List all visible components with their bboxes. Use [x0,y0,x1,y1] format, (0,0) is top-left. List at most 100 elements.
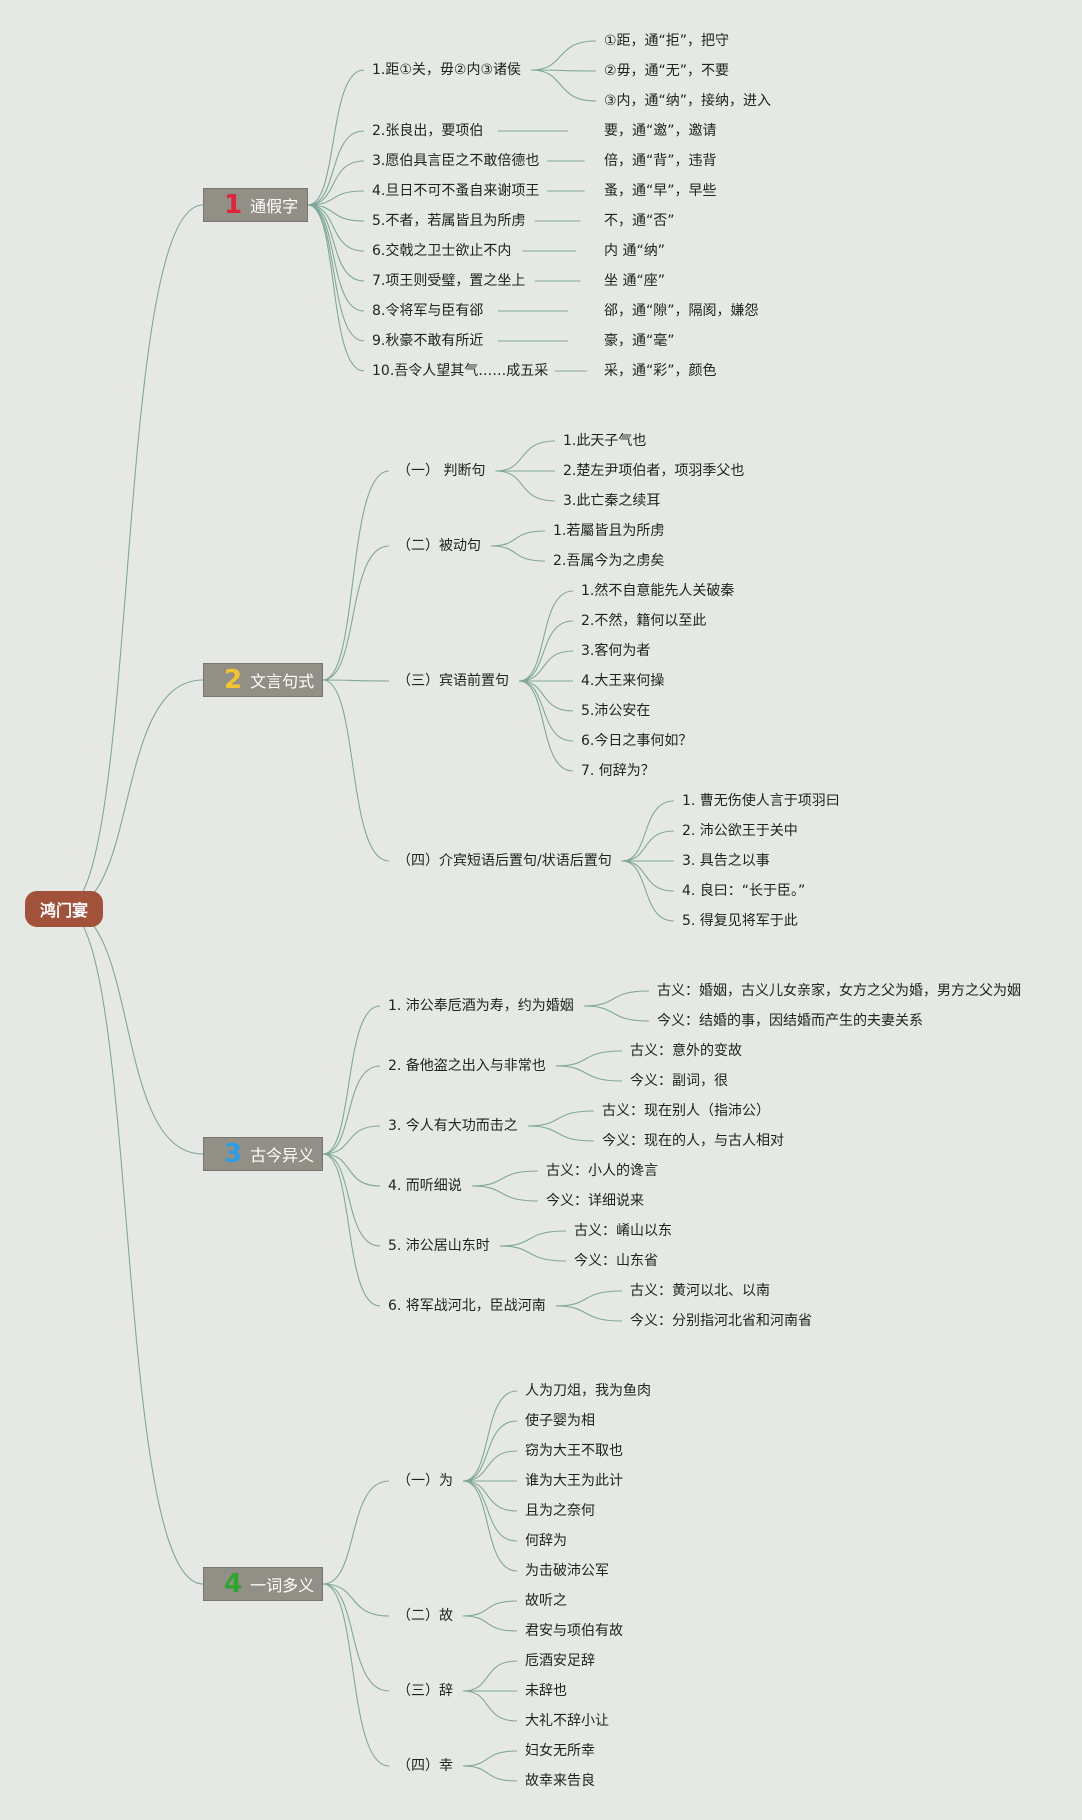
leaf-item[interactable]: 6.今日之事何如？ [581,733,693,749]
leaf-item[interactable]: 4. 良曰：“长于臣。” [682,883,806,899]
leaf-item[interactable]: 3. 具告之以事 [682,853,770,869]
branch-item[interactable]: （三）宾语前置句 [397,673,509,689]
connector-line [63,908,204,1155]
leaf-item[interactable]: 郤，通“隙”，隔阂，嫌怨 [604,303,759,319]
connector-line [322,1153,381,1307]
branch-item[interactable]: 9.秋豪不敢有所近 [372,333,484,349]
leaf-item[interactable]: 今义：分别指河北省和河南省 [630,1313,812,1329]
leaf-item[interactable]: 1.此天子气也 [563,433,647,449]
leaf-item[interactable]: 古义：意外的变故 [630,1043,742,1059]
leaf-item[interactable]: 今义：详细说来 [546,1193,644,1209]
branch-item[interactable]: （四）介宾短语后置句/状语后置句 [397,853,612,869]
connector-line [555,1290,623,1307]
leaf-item[interactable]: 今义：山东省 [574,1253,658,1269]
branch-item[interactable]: 10.吾令人望其气……成五采 [372,363,549,379]
branch-item[interactable]: （三）辞 [397,1683,453,1699]
leaf-item[interactable]: 要，通“邀”，邀请 [604,123,717,139]
leaf-item[interactable]: 1. 曹无伤使人言于项羽曰 [682,793,840,809]
leaf-item[interactable]: 古义：婚姻，古义儿女亲家，女方之父为婚，男方之父为姻 [657,983,1021,999]
connector-line [307,190,365,206]
leaf-item[interactable]: 故听之 [525,1593,567,1609]
branch-item[interactable]: 6.交戟之卫士欲止不内 [372,243,512,259]
branch-item[interactable]: 3. 今人有大功而击之 [388,1118,518,1134]
leaf-item[interactable]: ③内，通“纳”，接纳，进入 [604,93,772,109]
connector-line [307,204,365,222]
leaf-item[interactable]: 豪，通“毫” [604,333,675,349]
leaf-item[interactable]: 2. 沛公欲王于关中 [682,823,798,839]
leaf-item[interactable]: 为击破沛公军 [525,1563,609,1579]
leaf-item[interactable]: 4.大王来何操 [581,673,665,689]
leaf-item[interactable]: 古义：崤山以东 [574,1223,672,1239]
branch-item[interactable]: （一） 判断句 [397,463,486,479]
leaf-item[interactable]: ①距，通“拒”，把守 [604,33,730,49]
leaf-item[interactable]: 大礼不辞小让 [525,1713,609,1729]
leaf-item[interactable]: 3.此亡秦之续耳 [563,493,661,509]
leaf-item[interactable]: 不，通“否” [604,213,675,229]
leaf-item[interactable]: 人为刀俎，我为鱼肉 [525,1383,651,1399]
leaf-item[interactable]: 2.吾属今为之虏矣 [553,553,665,569]
leaf-item[interactable]: 2.楚左尹项伯者，项羽季父也 [563,463,745,479]
leaf-item[interactable]: 1.然不自意能先人关破秦 [581,583,735,599]
leaf-item[interactable]: 未辞也 [525,1683,567,1699]
connector-line [322,1583,390,1767]
leaf-item[interactable]: 7. 何辞为？ [581,763,655,779]
branch-item[interactable]: 4. 而听细说 [388,1178,462,1194]
branch-item[interactable]: （一）为 [397,1473,453,1489]
leaf-item[interactable]: ②毋，通“无”，不要 [604,63,730,79]
branch-item[interactable]: （二）被动句 [397,538,481,554]
leaf-item[interactable]: 倍，通“背”，违背 [604,153,717,169]
branch-item[interactable]: 4.旦日不可不蚤自来谢项王 [372,183,540,199]
leaf-item[interactable]: 2.不然，籍何以至此 [581,613,707,629]
leaf-item[interactable]: 妇女无所幸 [525,1743,595,1759]
leaf-item[interactable]: 君安与项伯有故 [525,1623,623,1639]
leaf-item[interactable]: 使子婴为相 [525,1413,595,1429]
leaf-item[interactable]: 采，通“彩”，颜色 [604,363,717,379]
leaf-item[interactable]: 今义：现在的人，与古人相对 [602,1133,784,1149]
branch-item[interactable]: 6. 将军战河北，臣战河南 [388,1298,546,1314]
leaf-item[interactable]: 古义：小人的谗言 [546,1163,658,1179]
leaf-item[interactable]: 卮酒安足辞 [525,1653,595,1669]
leaf-item[interactable]: 何辞为 [525,1533,567,1549]
branch-item[interactable]: 7.项王则受璧，置之坐上 [372,273,526,289]
leaf-item[interactable]: 今义：结婚的事，因结婚而产生的夫妻关系 [657,1013,923,1029]
connector-line [322,470,390,681]
leaf-item[interactable]: 谁为大王为此计 [525,1473,623,1489]
leaf-item[interactable]: 5.沛公安在 [581,703,651,719]
section-title: 文言句式 [250,672,315,691]
branch-item[interactable]: （二）故 [397,1608,453,1624]
leaf-item[interactable]: 窃为大王不取也 [525,1443,623,1459]
branch-item[interactable]: 8.令将军与臣有郤 [372,303,484,319]
leaf-item[interactable]: 蚤，通“早”，早些 [604,183,717,199]
connector-line [322,679,390,682]
leaf-item[interactable]: 且为之奈何 [525,1503,595,1519]
branch-item[interactable]: 2. 备他盗之出入与非常也 [388,1058,546,1074]
root-node[interactable]: 鸿门宴 [25,891,103,927]
leaf-item[interactable]: 1.若屬皆且为所虏 [553,523,665,539]
branch-item[interactable]: （四）幸 [397,1758,453,1774]
leaf-item[interactable]: 3.客何为者 [581,643,651,659]
branch-item[interactable]: 1.距①关，毋②内③诸侯 [372,62,522,78]
leaf-item[interactable]: 内 通“纳” [604,243,665,259]
section-title: 古今异义 [250,1146,315,1165]
branch-item[interactable]: 5.不者，若属皆且为所虏 [372,213,526,229]
connector-line [583,990,650,1007]
leaf-item[interactable]: 坐 通“座” [604,273,665,289]
connector-line [555,1305,623,1322]
branch-item[interactable]: 5. 沛公居山东时 [388,1238,490,1254]
branch-item[interactable]: 1. 沛公奉卮酒为寿，约为婚姻 [388,998,574,1014]
branch-item[interactable]: 3.愿伯具言臣之不敢倍德也 [372,153,540,169]
leaf-item[interactable]: 5. 得复见将军于此 [682,913,798,929]
connector-line [462,1480,518,1512]
leaf-item[interactable]: 古义：现在别人（指沛公） [602,1103,770,1119]
branch-item[interactable]: 2.张良出，要项伯 [372,123,484,139]
section-number: 4 [224,1569,243,1599]
leaf-item[interactable]: 古义：黄河以北、以南 [630,1283,770,1299]
leaf-item[interactable]: 故幸来告良 [525,1773,595,1789]
connector-line [490,530,546,547]
leaf-item[interactable]: 今义：副词，很 [630,1073,728,1089]
